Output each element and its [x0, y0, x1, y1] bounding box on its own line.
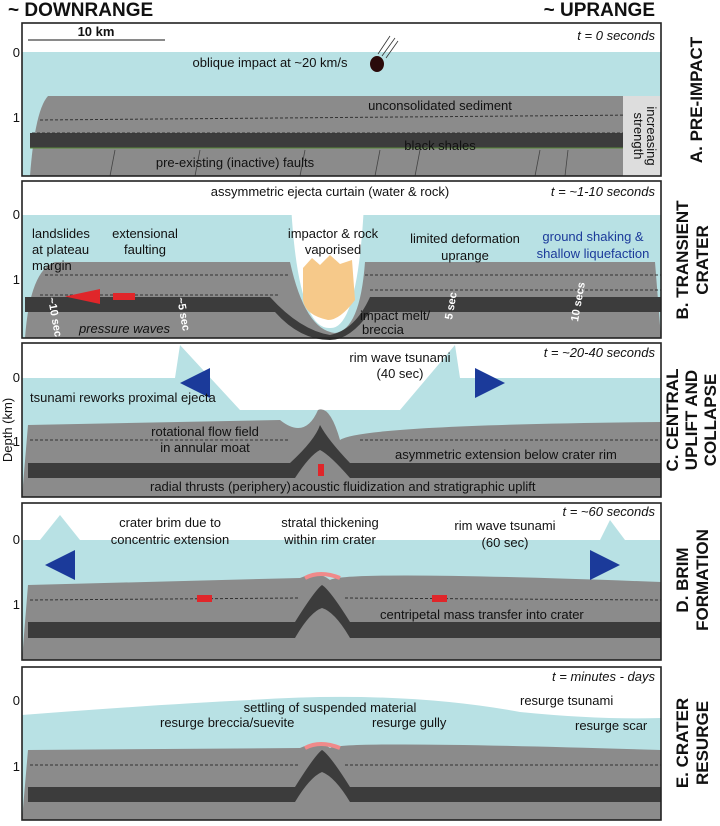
curtain-label: assymmetric ejecta curtain (water & rock…	[211, 184, 449, 199]
scale-bar-label: 10 km	[78, 24, 115, 39]
panel-title: RESURGE	[693, 701, 712, 785]
depth-tick: 0	[13, 370, 20, 385]
shales-label: black shales	[404, 138, 476, 153]
acoustic-label: acoustic fluidization and stratigraphic …	[292, 479, 536, 494]
faulting-label: faulting	[124, 242, 166, 257]
settling-label: settling of suspended material	[244, 700, 417, 715]
limited-label: limited deformation	[410, 231, 520, 246]
faulting-label: extensional	[112, 226, 178, 241]
panel-a-pre-impact: 10 km oblique impact at ~20 km/s t = 0 s…	[13, 22, 706, 177]
melt-label: breccia	[362, 322, 405, 337]
centripetal-label: centripetal mass transfer into crater	[380, 607, 584, 622]
shaking-label: shallow liquefaction	[537, 246, 650, 261]
rimwave-label: rim wave tsunami	[349, 350, 450, 365]
panel-title: A. PRE-IMPACT	[687, 36, 706, 163]
breccia-label: resurge breccia/suevite	[160, 715, 294, 730]
depth-tick: 0	[13, 532, 20, 547]
panel-title: FORMATION	[693, 529, 712, 631]
rework-label: tsunami reworks proximal ejecta	[30, 390, 216, 405]
sediment-label: unconsolidated sediment	[368, 98, 512, 113]
brim-label: concentric extension	[111, 532, 230, 547]
time-label: t = 0 seconds	[577, 28, 655, 43]
melt-label: impact melt/	[360, 308, 430, 323]
uprange-label: ~ UPRANGE	[544, 0, 655, 21]
landslides-label: at plateau	[32, 242, 89, 257]
flow-label: rotational flow field	[151, 424, 259, 439]
scar-label: resurge scar	[575, 718, 648, 733]
panel-title: COLLAPSE	[701, 374, 720, 467]
limited-label: uprange	[441, 248, 489, 263]
strength-label: increasing	[644, 106, 659, 165]
depth-tick: 1	[13, 759, 20, 774]
panel-title: UPLIFT AND	[682, 370, 701, 470]
panel-title: D. BRIM	[673, 547, 692, 612]
depth-tick: 1	[13, 110, 20, 125]
impact-label: oblique impact at ~20 km/s	[193, 55, 348, 70]
time-label: t = ~1-10 seconds	[551, 184, 656, 199]
pressure-label: pressure waves	[78, 321, 171, 336]
panel-c-central-uplift: t = ~20-40 seconds rim wave tsunami (40 …	[13, 342, 720, 498]
depth-tick: 1	[13, 597, 20, 612]
gully-label: resurge gully	[372, 715, 447, 730]
strength-label: strength	[631, 113, 646, 160]
vapor-label: vaporised	[305, 242, 361, 257]
depth-tick: 1	[13, 434, 20, 449]
red-arrow-icon	[113, 293, 135, 300]
depth-tick: 0	[13, 207, 20, 222]
strat-label: within rim crater	[283, 532, 376, 547]
flow-label: in annular moat	[160, 440, 250, 455]
shaking-label: ground shaking &	[542, 229, 644, 244]
time-label: t = ~60 seconds	[562, 504, 655, 519]
thrusts-label: radial thrusts (periphery)	[150, 479, 291, 494]
time-label: t = minutes - days	[552, 669, 655, 684]
time-contour-label: ~5 sec	[174, 296, 192, 332]
asym-label: asymmetric extension below crater rim	[395, 447, 617, 462]
depth-tick: 0	[13, 45, 20, 60]
depth-axis-label: Depth (km)	[0, 398, 15, 462]
downrange-label: ~ DOWNRANGE	[8, 0, 153, 21]
panel-e-crater-resurge: t = minutes - days settling of suspended…	[13, 666, 712, 821]
time-contour-label: 5 sec	[443, 291, 460, 320]
landslides-label: landslides	[32, 226, 90, 241]
rimwave-label: rim wave tsunami	[454, 518, 555, 533]
panel-title: CRATER	[693, 225, 712, 295]
tsunami-label: resurge tsunami	[520, 693, 613, 708]
panel-title: E. CRATER	[673, 698, 692, 788]
rimwave-label: (40 sec)	[377, 366, 424, 381]
impactor-icon	[370, 56, 384, 72]
landslides-label: margin	[32, 258, 72, 273]
panel-title: C. CENTRAL	[663, 369, 682, 472]
panel-b-transient-crater: assymmetric ejecta curtain (water & rock…	[13, 180, 712, 340]
depth-tick: 0	[13, 693, 20, 708]
depth-tick: 1	[13, 272, 20, 287]
panel-title: B. TRANSIENT	[673, 200, 692, 320]
vapor-label: impactor & rock	[288, 226, 379, 241]
time-label: t = ~20-40 seconds	[544, 345, 656, 360]
rimwave-label: (60 sec)	[482, 535, 529, 550]
faults-label: pre-existing (inactive) faults	[156, 155, 315, 170]
strat-label: stratal thickening	[281, 515, 379, 530]
brim-label: crater brim due to	[119, 515, 221, 530]
panel-d-brim-formation: t = ~60 seconds crater brim due to conce…	[13, 502, 712, 661]
